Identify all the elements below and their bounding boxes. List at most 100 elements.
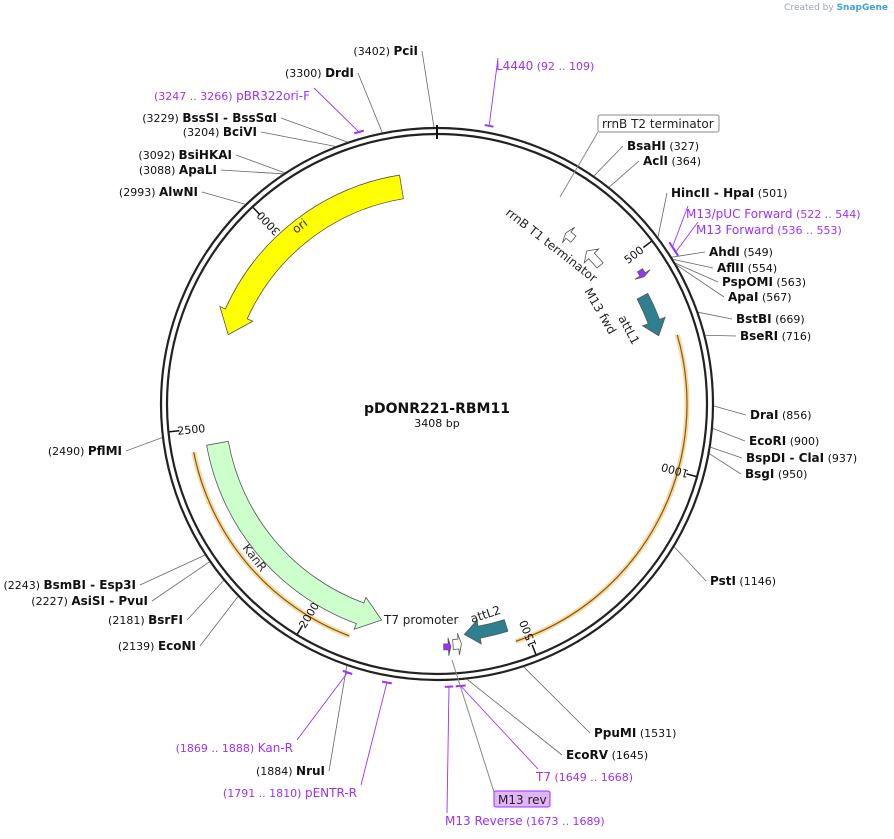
primer-label: L4440 (92 .. 109) xyxy=(496,59,594,73)
restriction-site-label: AflII (554) xyxy=(717,261,777,275)
site-leader xyxy=(466,679,563,756)
restriction-site-label: (2243) BsmBI - Esp3I xyxy=(3,578,136,592)
site-leader xyxy=(698,311,733,320)
rrnb-t2-leader xyxy=(559,131,599,198)
site-leader xyxy=(357,72,383,133)
backbone xyxy=(159,125,715,682)
feature-kanr xyxy=(206,440,383,630)
m13-rev-leader xyxy=(451,659,495,793)
restriction-site-label: (3088) ApaLI xyxy=(139,163,217,177)
m13-fwd-label: M13 fwd xyxy=(581,286,619,337)
site-leader xyxy=(421,50,435,128)
site-leader xyxy=(523,666,591,734)
restriction-site-label: BstBI (669) xyxy=(736,312,805,326)
primer-label: (1869 .. 1888) Kan-R xyxy=(176,741,293,755)
tick-label: 1000 xyxy=(660,460,690,480)
restriction-site-label: AhdI (549) xyxy=(709,245,773,259)
feature-attl2 xyxy=(463,619,509,645)
site-leader xyxy=(328,665,348,772)
snapgene-logo: SnapGene xyxy=(836,3,888,13)
restriction-site-label: EcoRI (900) xyxy=(749,434,819,448)
attl1-label: attL1 xyxy=(615,313,642,347)
primer-label: (3247 .. 3266) pBR322ori-F xyxy=(154,89,310,103)
t7-promoter-label: T7 promoter xyxy=(383,613,459,627)
restriction-site-label: (1884) NruI xyxy=(256,764,325,778)
primer-site-mark xyxy=(672,247,679,257)
primer-leader xyxy=(446,686,450,814)
primer-label: M13/pUC Forward (522 .. 544) xyxy=(686,207,861,221)
feature-m13-rev xyxy=(443,637,452,656)
site-leader xyxy=(608,160,640,188)
site-leader xyxy=(280,117,348,143)
restriction-site-label: (2227) AsiSI - PvuI xyxy=(31,594,148,608)
feature-ori xyxy=(219,174,404,336)
restriction-site-label: (3402) PciI xyxy=(353,44,418,58)
m13-rev-box xyxy=(493,790,551,808)
site-leader xyxy=(139,554,206,586)
primer-leader xyxy=(672,205,689,248)
tick-mark xyxy=(531,644,537,655)
restriction-site-label: (3300) DrdI xyxy=(285,66,354,80)
site-leader xyxy=(675,262,719,283)
restriction-site-label: PpuMI (1531) xyxy=(594,726,676,740)
restriction-site-label: BseRI (716) xyxy=(740,329,811,343)
site-leader xyxy=(710,446,743,459)
leader-layer xyxy=(125,50,747,814)
tick-mark xyxy=(169,429,180,433)
restriction-site-label: DraI (856) xyxy=(750,408,812,422)
primer-label: M13 Reverse (1673 .. 1689) xyxy=(445,814,605,828)
site-leader xyxy=(199,596,239,647)
site-leader xyxy=(125,437,163,452)
site-leader xyxy=(235,154,285,174)
site-leader xyxy=(709,453,742,475)
primer-leader xyxy=(296,672,348,741)
restriction-site-label: (2993) AlwNI xyxy=(119,185,198,199)
primer-leader xyxy=(360,682,388,786)
primer-leader xyxy=(488,57,499,126)
restriction-site-label: (2139) EcoNI xyxy=(118,639,196,653)
primer-label: (1791 .. 1810) pENTR-R xyxy=(223,786,357,800)
primer-label: M13 Forward (536 .. 553) xyxy=(696,223,842,237)
primer-site-mark xyxy=(342,669,353,675)
tick-mark xyxy=(686,473,697,478)
restriction-site-label: (3204) BciVI xyxy=(183,125,257,139)
primer-leader xyxy=(675,221,699,253)
site-leader xyxy=(186,580,224,621)
feature-layer xyxy=(206,174,666,656)
restriction-site-label: PstI (1146) xyxy=(710,574,776,588)
tick-mark xyxy=(252,207,261,216)
feature-m13-fwd xyxy=(634,268,651,280)
m13-rev-label: M13 rev xyxy=(498,793,547,807)
feature-rrnb-t1-terminator xyxy=(583,248,604,269)
site-leader xyxy=(593,145,624,177)
plasmid-length: 3408 bp xyxy=(414,417,459,430)
rrnb-t2-box xyxy=(597,114,720,133)
snapgene-watermark: Created by SnapGene xyxy=(784,3,888,13)
primer-leader xyxy=(313,87,360,133)
feature-rrnb-t2-terminator xyxy=(561,226,577,244)
site-leader xyxy=(674,546,707,582)
orf-arc xyxy=(193,452,350,637)
restriction-site-label: AclI (364) xyxy=(643,154,701,168)
restriction-site-label: BsgI (950) xyxy=(745,467,807,481)
created-by-text: Created by xyxy=(784,3,834,13)
restriction-site-label: (3229) BssSI - BssSαI xyxy=(142,111,277,125)
site-leader xyxy=(713,405,747,416)
site-leader xyxy=(705,334,737,337)
primer-leader xyxy=(460,685,539,770)
site-leader xyxy=(201,191,246,205)
site-leader xyxy=(260,131,336,147)
rrnb-t1-label: rrnB T1 terminator xyxy=(503,205,600,285)
plasmid-name: pDONR221-RBM11 xyxy=(364,401,510,417)
label-layer: (3402) PciI (3300) DrdI (3229) BssSI - Bss… xyxy=(3,44,860,828)
feature-attl1 xyxy=(636,292,666,337)
tick-mark xyxy=(642,240,652,249)
tick-mark xyxy=(296,624,304,635)
site-leader xyxy=(712,428,746,442)
restriction-site-label: EcoRV (1645) xyxy=(566,748,648,762)
restriction-site-label: ApaI (567) xyxy=(728,290,792,304)
primer-label: T7 (1649 .. 1668) xyxy=(535,770,633,784)
primer-site-mark xyxy=(484,124,494,128)
primer-site-mark xyxy=(381,680,392,685)
